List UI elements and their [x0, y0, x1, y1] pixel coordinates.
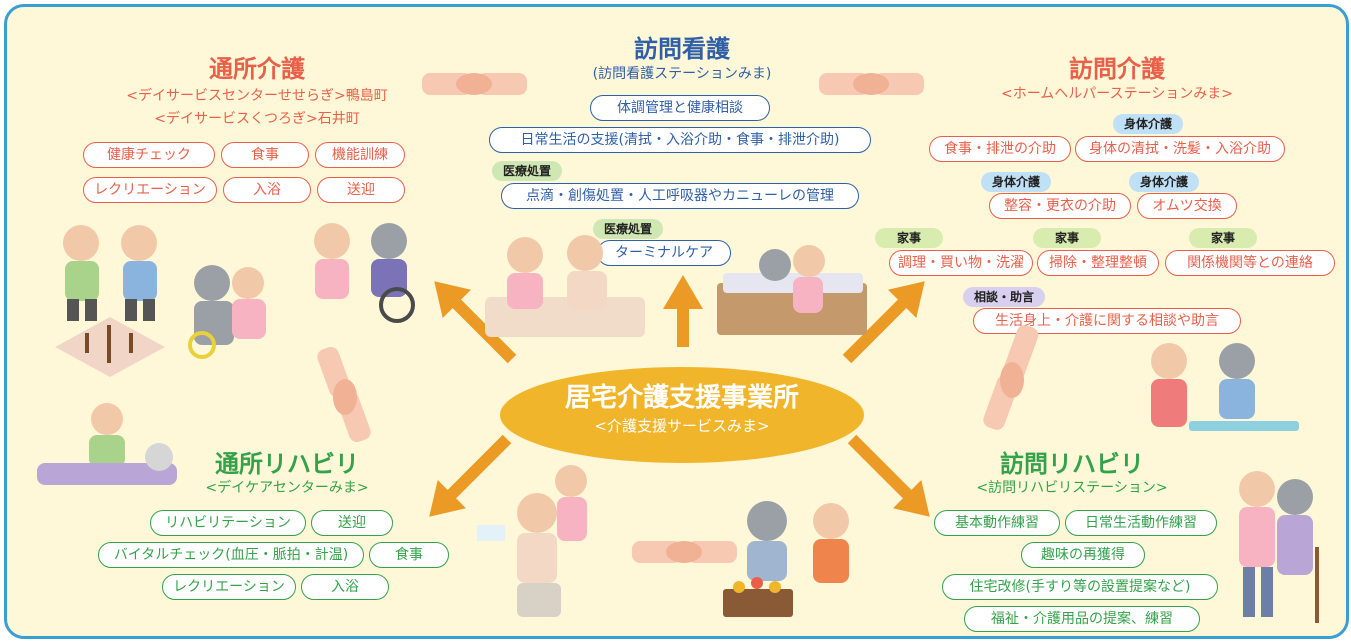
tsusho-kaigo-facility-2: <デイサービスくつろぎ>石井町 — [154, 111, 360, 127]
service-pill: 基本動作練習 — [934, 510, 1060, 536]
service-pill: 掃除・整理整頓 — [1037, 250, 1159, 276]
medical-tag: 医療処置 — [593, 219, 663, 239]
service-pill: リハビリテーション — [150, 510, 306, 536]
game-board-illustration — [55, 317, 165, 377]
service-pill: オムツ交換 — [1137, 193, 1237, 219]
center-ellipse — [500, 367, 864, 463]
handshake-icon — [983, 325, 1039, 430]
houmon-kango-title: 訪問看護 — [634, 35, 730, 63]
service-pill: 入浴 — [301, 574, 389, 600]
arrow-down-left — [429, 434, 512, 517]
medical-tag: 医療処置 — [492, 161, 562, 181]
exercise-elderly-illustration — [63, 225, 157, 321]
gardening-illustration — [723, 501, 849, 617]
houmon-rehab-facility: <訪問リハビリステーション> — [976, 480, 1168, 496]
connector-arrows — [429, 275, 930, 517]
service-pill: 送迎 — [311, 510, 393, 536]
service-pill: 関係機関等との連絡 — [1165, 250, 1335, 276]
tsusho-rehab-title: 通所リハビリ — [215, 450, 359, 478]
service-pill: 機能訓練 — [315, 142, 405, 168]
service-pill: 点滴・創傷処置・人工呼吸器やカニューレの管理 — [501, 183, 859, 209]
rehab-exercise-illustration — [37, 403, 177, 485]
service-pill: 趣味の再獲得 — [1021, 542, 1145, 568]
service-pill: 食事・排泄の介助 — [929, 136, 1071, 162]
service-pill: 日常生活動作練習 — [1065, 510, 1217, 536]
service-pill: 整容・更衣の介助 — [989, 193, 1131, 219]
housework-tag: 家事 — [1189, 228, 1257, 248]
tsusho-rehab-facility: <デイケアセンターみま> — [205, 480, 369, 496]
houmon-kaigo-title: 訪問介護 — [1069, 55, 1165, 83]
service-pill: 調理・買い物・洗濯 — [889, 250, 1033, 276]
meal-help-illustration — [1151, 343, 1299, 431]
houmon-kango-facility: (訪問看護ステーションみま) — [592, 66, 772, 82]
handshake-icon — [632, 541, 737, 563]
ring-toss-illustration — [188, 265, 266, 359]
service-pill: バイタルチェック(血圧・脈拍・計温) — [98, 542, 364, 568]
arrow-down-right — [847, 434, 930, 517]
housework-tag: 家事 — [1033, 228, 1101, 248]
handshake-icon — [819, 73, 924, 95]
body-care-tag: 身体介護 — [981, 172, 1051, 192]
handshake-icon — [422, 73, 527, 95]
service-pill: レクリエーション — [83, 177, 217, 203]
arrow-up-right — [842, 281, 925, 364]
center-title: 居宅介護支援事業所 — [564, 383, 799, 413]
walking-assist-illustration — [1239, 471, 1319, 623]
service-pill: ターミナルケア — [597, 240, 731, 266]
housework-tag: 家事 — [875, 228, 943, 248]
service-pill: 体調管理と健康相談 — [590, 95, 770, 121]
center-subtitle: <介護支援サービスみま> — [594, 417, 770, 435]
service-pill: 住宅改修(手すり等の設置提案など) — [942, 574, 1218, 600]
arrow-up-left — [434, 281, 517, 364]
bed-care-illustration — [717, 245, 867, 335]
service-pill: 福祉・介護用品の提案、練習 — [964, 606, 1200, 632]
service-pill: 送迎 — [317, 177, 405, 203]
consultation-tag: 相談・助言 — [963, 287, 1045, 307]
houmon-rehab-title: 訪問リハビリ — [1000, 450, 1144, 478]
handshake-icon — [317, 347, 371, 443]
service-pill: 入浴 — [223, 177, 311, 203]
houmon-kaigo-facility: <ホームヘルパーステーションみま> — [1000, 86, 1234, 102]
service-pill: 健康チェック — [83, 142, 215, 168]
tsusho-kaigo-facility-1: <デイサービスセンターせせらぎ>鴨島町 — [126, 88, 388, 104]
bath-assist-illustration — [477, 465, 587, 617]
nurse-visit-illustration — [485, 235, 645, 337]
service-pill: 身体の清拭・洗髪・入浴介助 — [1075, 136, 1285, 162]
diagram-frame: 通所介護 <デイサービスセンターせせらぎ>鴨島町 <デイサービスくつろぎ>石井町… — [4, 4, 1349, 639]
service-pill: 日常生活の支援(清拭・入浴介助・食事・排泄介助) — [489, 127, 871, 153]
wheelchair-care-illustration — [314, 223, 415, 323]
arrow-up — [663, 275, 703, 347]
body-care-tag: 身体介護 — [1129, 172, 1199, 192]
service-pill: 食事 — [369, 542, 449, 568]
service-pill: 食事 — [221, 142, 309, 168]
tsusho-kaigo-title: 通所介護 — [209, 55, 305, 83]
body-care-tag: 身体介護 — [1113, 114, 1183, 134]
service-pill: レクリエーション — [162, 574, 296, 600]
